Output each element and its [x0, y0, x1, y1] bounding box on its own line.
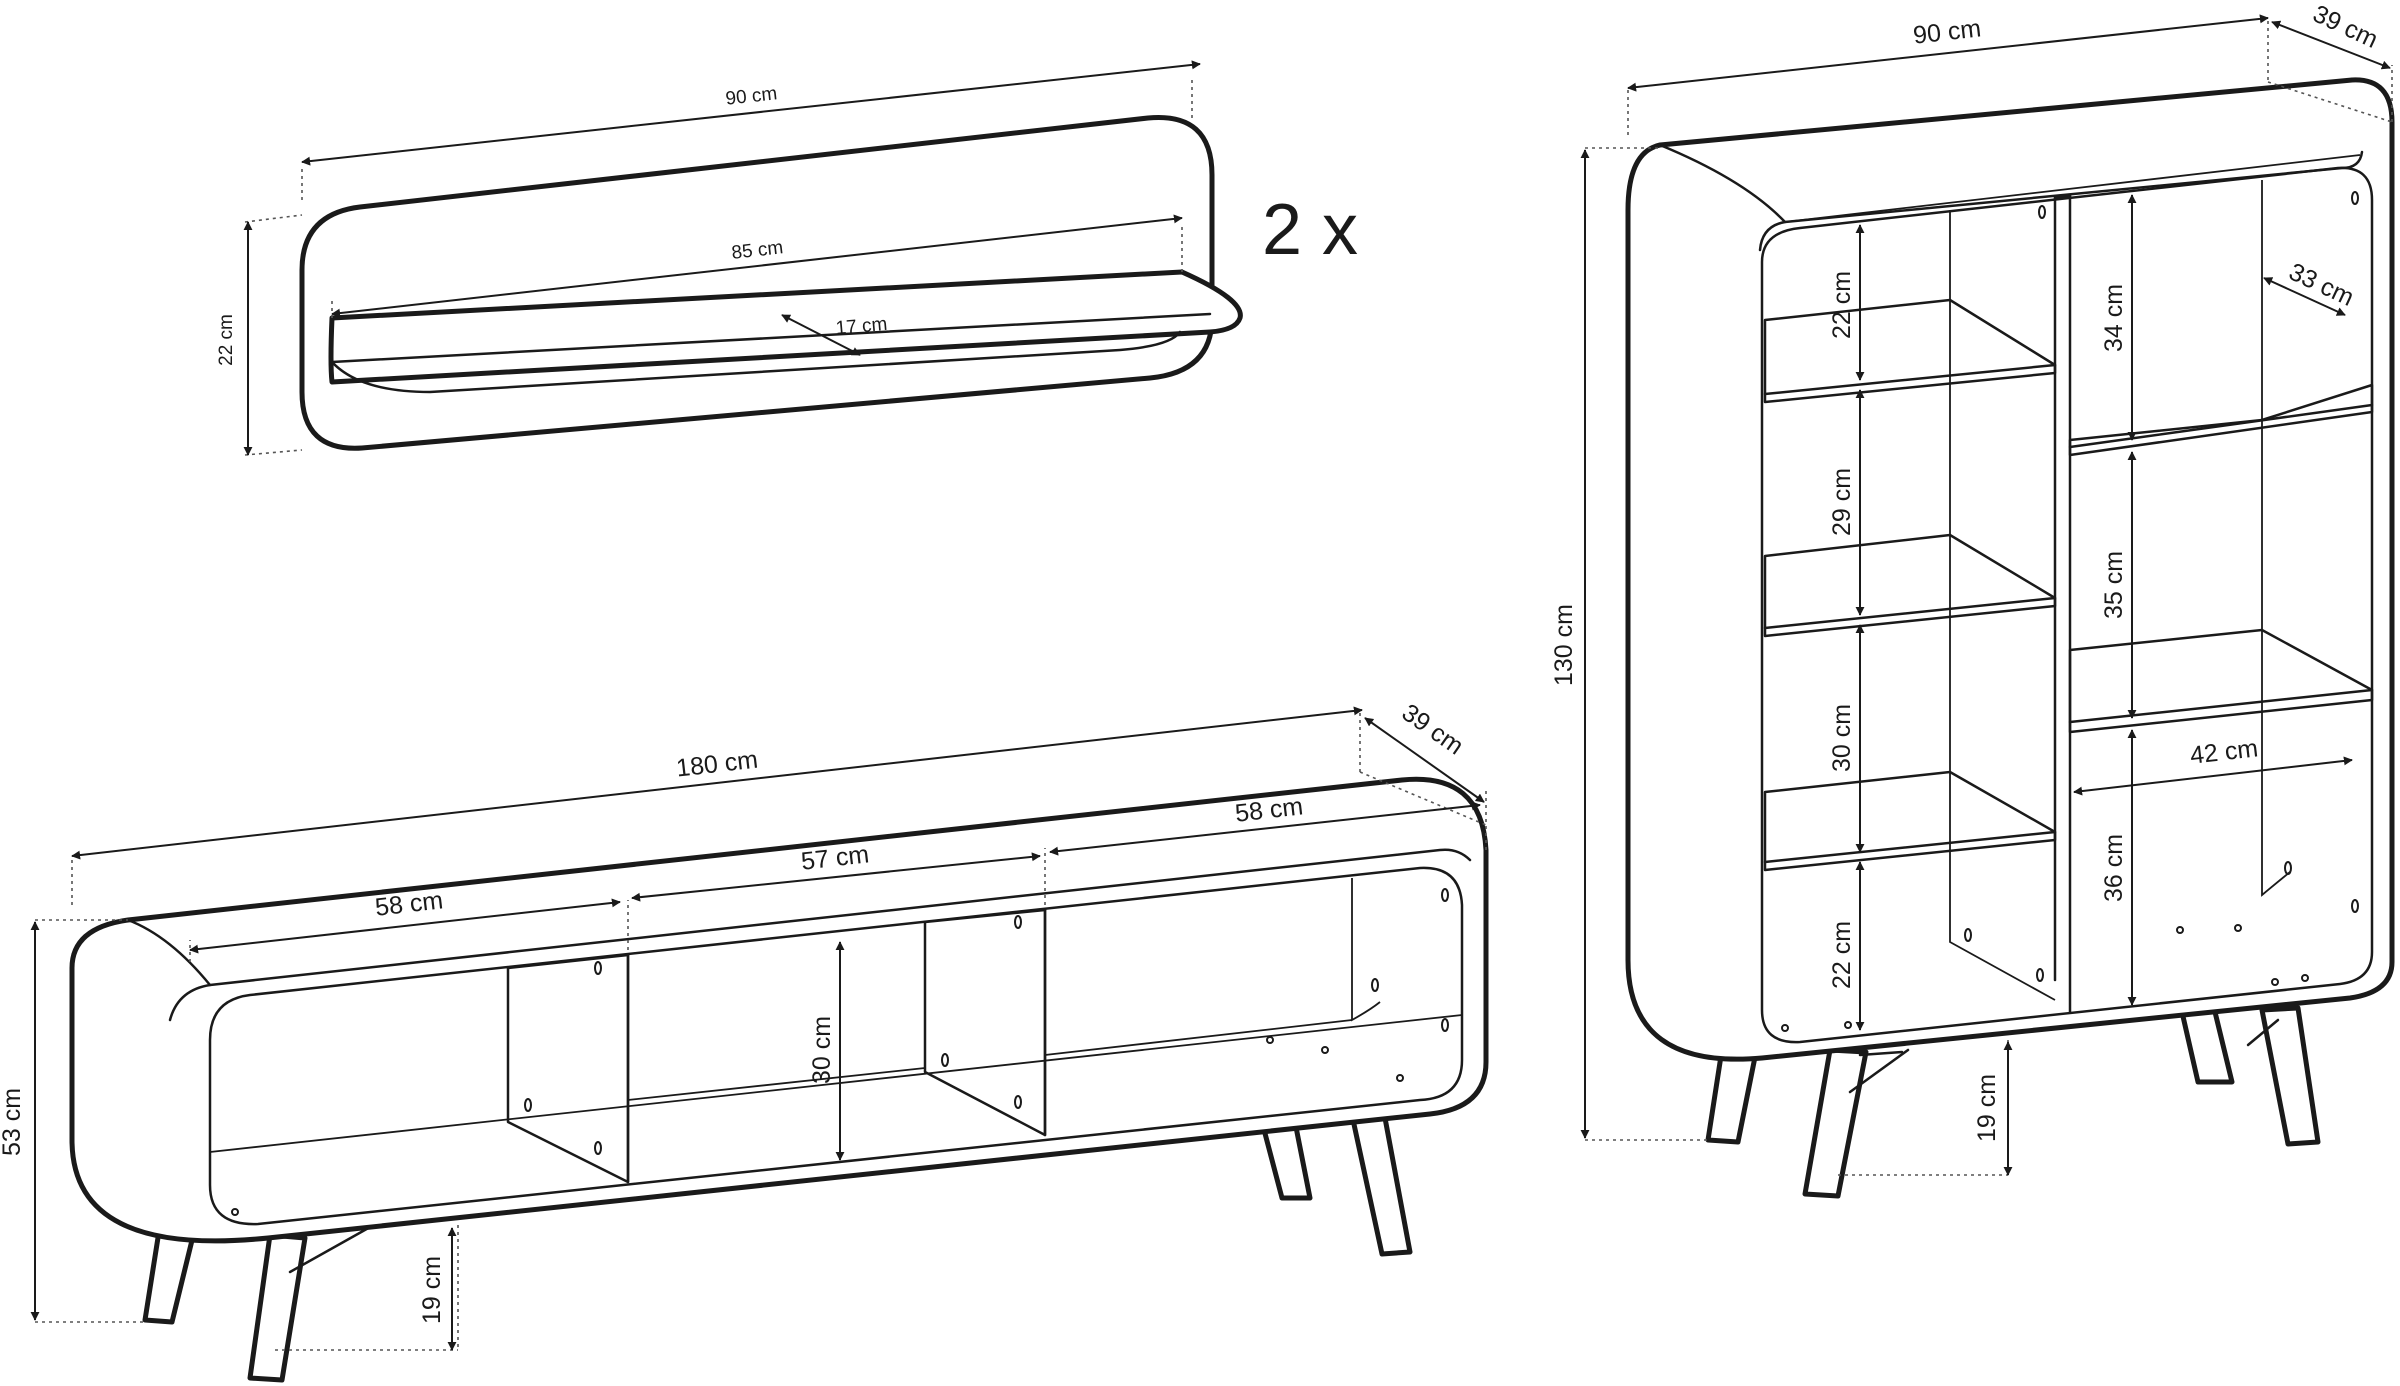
cabinet-height-label: 130 cm — [1550, 604, 1578, 686]
cabinet-left-height-1: 22 cm — [1828, 271, 1856, 339]
cabinet-holes — [1781, 191, 2359, 1032]
cabinet-right-height-1: 34 cm — [2100, 284, 2128, 352]
tv-unit-inner-height-label: 30 cm — [808, 1016, 836, 1084]
cabinet-left-shelves — [1763, 298, 2057, 872]
wall-shelf-height-label: 22 cm — [216, 314, 237, 366]
tv-unit: 180 cm 39 cm 58 cm 57 cm 58 cm 30 cm 53 … — [0, 698, 1489, 1383]
tv-unit-opening — [208, 866, 1464, 1226]
wall-shelf-quantity: 2 x — [1262, 190, 1358, 270]
cabinet-width-label: 90 cm — [1912, 14, 1983, 49]
tv-unit-legs — [142, 1112, 1413, 1383]
cabinet-left-height-3: 30 cm — [1828, 704, 1856, 772]
tv-unit-dividers — [506, 908, 1353, 1184]
tv-unit-depth-label: 39 cm — [1397, 698, 1469, 760]
cabinet-right-height-3: 36 cm — [2100, 834, 2128, 902]
cabinet-left-height-2: 29 cm — [1828, 468, 1856, 536]
wall-shelf-depth-label: 17 cm — [835, 314, 888, 339]
cabinet-leg-height-label: 19 cm — [1973, 1074, 2001, 1142]
cabinet-right-height-2: 35 cm — [2100, 551, 2128, 619]
tv-unit-leg-height-label: 19 cm — [418, 1256, 446, 1324]
cabinet-left-height-4: 22 cm — [1828, 921, 1856, 989]
tv-unit-holes — [231, 888, 1449, 1216]
wall-shelf-width-label: 90 cm — [725, 83, 779, 109]
cabinet-right-shelves — [2068, 383, 2374, 734]
cabinet-body — [1625, 77, 2395, 1062]
cabinet-depth-label: 39 cm — [2309, 0, 2383, 54]
cabinet: 90 cm 39 cm 130 cm 19 cm 22 cm 29 cm 30 … — [1550, 0, 2395, 1199]
wall-shelf: 90 cm 85 cm 17 cm 22 cm 2 x — [216, 60, 1358, 456]
tv-unit-width-label: 180 cm — [675, 746, 760, 783]
tv-unit-height-label: 53 cm — [0, 1088, 26, 1156]
